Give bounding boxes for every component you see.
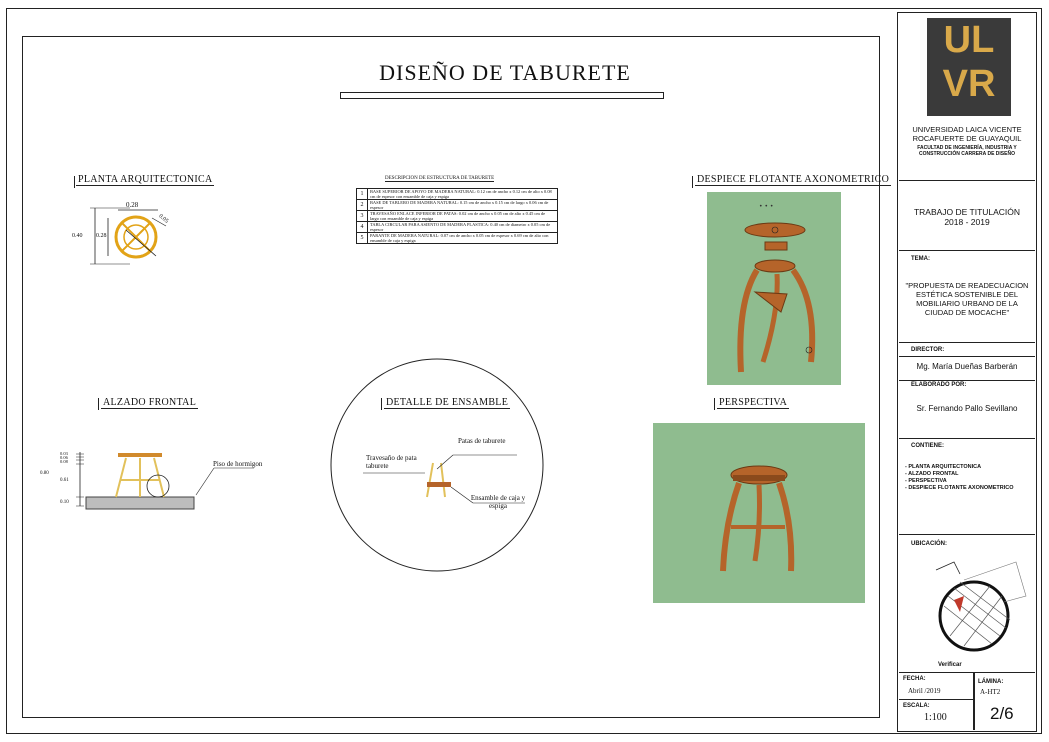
dim-top: 0.28 — [126, 201, 139, 209]
cell-tema — [899, 250, 1035, 342]
section-label-despiece: DESPIECE FLOTANTE AXONOMETRICO — [695, 174, 892, 186]
elaborado-name: Sr. Fernando Pallo Sevillano — [916, 404, 1018, 413]
alzado-note: Piso de hormigon — [213, 460, 263, 468]
cell-ubicacion — [899, 534, 1035, 672]
escala-value: 1:100 — [924, 712, 947, 723]
section-label-detalle: DETALLE DE ENSAMBLE — [384, 397, 511, 409]
tick — [381, 398, 382, 410]
despiece-render: • • • — [707, 192, 841, 385]
map-caption: Verificar — [938, 662, 962, 668]
tick — [74, 176, 75, 188]
detalle-circle — [330, 358, 544, 572]
dim-base: 0.10 — [60, 500, 69, 505]
sheet-border — [6, 8, 1042, 734]
note-travesano: Travesaño de pata taburete — [366, 454, 417, 470]
section-label-planta: PLANTA ARQUITECTONICA — [76, 174, 215, 186]
title-block — [897, 12, 1037, 732]
note-ensamble: Ensamble de caja y espiga — [470, 494, 526, 510]
trabajo-label: TRABAJO DE TITULACIÓN — [913, 207, 1021, 217]
list-item: - PERSPECTIVA — [905, 478, 947, 484]
title-underline — [340, 92, 664, 99]
note-patas: Patas de taburete — [458, 437, 506, 445]
lamina-label: LÁMINA: — [978, 679, 1004, 685]
desc-header: DESCRIPCION DE ESTRUCTURA DE TABURETE — [385, 176, 495, 182]
contiene-list: - PLANTA ARQUITECTONICA - ALZADO FRONTAL… — [905, 464, 1013, 492]
planta-drawing — [90, 207, 167, 265]
perspectiva-render — [653, 423, 865, 603]
tema-label: TEMA: — [911, 256, 930, 262]
svg-text:• • •: • • • — [759, 203, 773, 210]
dim-inner: 0.28 — [96, 233, 107, 239]
cell-footer — [899, 672, 1035, 730]
location-map — [935, 561, 1027, 652]
drawing-area — [22, 36, 880, 718]
escala-label: ESCALA: — [903, 703, 930, 709]
tick — [714, 398, 715, 410]
dim-total: 0.80 — [40, 471, 49, 476]
cell-contiene — [899, 438, 1035, 534]
tick — [98, 398, 99, 410]
alzado-drawing — [76, 452, 254, 510]
cell-elaborado — [899, 380, 1035, 438]
section-label-perspectiva: PERSPECTIVA — [717, 397, 790, 409]
elaborado-label: ELABORADO POR: — [911, 382, 967, 388]
page-title: DISEÑO DE TABURETE — [379, 60, 631, 85]
faculty-name: FACULTAD DE INGENIERÍA, INDUSTRIA Y CONS… — [917, 145, 1017, 157]
list-item: - PLANTA ARQUITECTONICA — [905, 464, 982, 470]
fecha-label: FECHA: — [903, 676, 926, 682]
cell-director — [899, 342, 1035, 380]
contiene-label: CONTIENE: — [911, 443, 944, 449]
list-item: - DESPIECE FLOTANTE AXONOMETRICO — [905, 485, 1014, 491]
ulvr-logo: UL VR — [927, 18, 1011, 116]
director-name: Mg. María Dueñas Barberán — [916, 362, 1018, 371]
lamina-value: A-HT2 — [980, 688, 1001, 696]
dim-outer: 0.40 — [72, 233, 83, 239]
section-label-alzado: ALZADO FRONTAL — [101, 397, 199, 409]
fecha-value: Abril /2019 — [908, 687, 941, 695]
tick — [692, 176, 693, 188]
tema-text: "PROPUESTA DE READECUACION ESTÉTICA SOST… — [905, 281, 1029, 317]
ubicacion-label: UBICACIÓN: — [911, 541, 947, 547]
list-item: - ALZADO FRONTAL — [905, 471, 959, 477]
university-name: UNIVERSIDAD LAICA VICENTE ROCAFUERTE DE … — [912, 125, 1022, 143]
trabajo-years: 2018 - 2019 — [944, 217, 990, 227]
director-label: DIRECTOR: — [911, 347, 945, 353]
cell-trabajo — [899, 180, 1035, 250]
page-number: 2/6 — [990, 704, 1014, 723]
dim-mid: 0.61 — [60, 478, 69, 483]
